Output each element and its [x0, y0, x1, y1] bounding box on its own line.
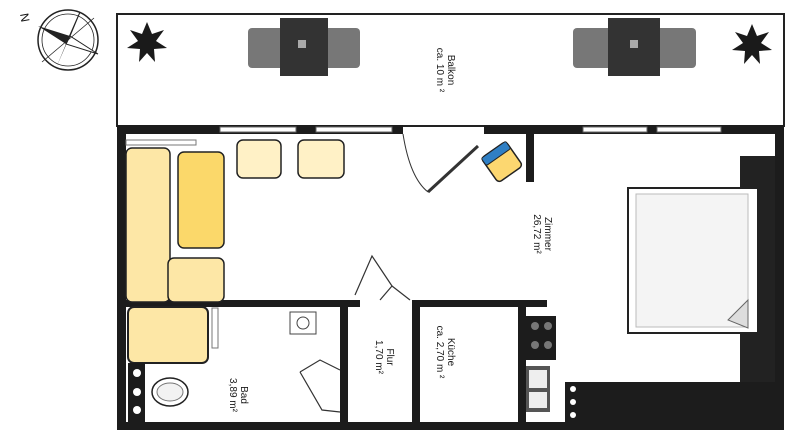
window: [219, 126, 722, 133]
balcony-door: [402, 133, 480, 194]
kitchen-sink: [526, 366, 550, 412]
room-name: Küche: [445, 337, 456, 367]
room-area: 1,70 m²: [373, 340, 384, 374]
stove: [526, 316, 556, 360]
armchair: [236, 139, 345, 179]
room-area: ca. 2,70 m ²: [434, 325, 445, 379]
balcony-outline: [116, 13, 785, 127]
room-area: 26,72 m²: [531, 214, 542, 254]
sink: [289, 311, 317, 335]
room-label-bad: Bad 3,89 m²: [227, 378, 249, 412]
bathtub: [127, 306, 209, 422]
balcony-table-set: [248, 18, 360, 76]
hall-door: [299, 254, 411, 413]
room-name: Bad: [238, 386, 249, 404]
kitchen-counter: [565, 382, 581, 422]
corner-chair: [481, 141, 523, 183]
room-label-flur: Flur 1,70 m²: [373, 340, 395, 374]
room-name: Flur: [384, 348, 395, 366]
room-name: Zimmer: [542, 217, 553, 251]
plant-icon: [127, 22, 167, 62]
balcony-table-set: [573, 18, 696, 76]
sofa-back: [125, 139, 197, 146]
sofa: [125, 147, 225, 303]
room-label-zimmer: Zimmer 26,72 m²: [531, 214, 553, 253]
toilet: [151, 377, 189, 407]
room-name: Balkon: [445, 54, 456, 86]
room-area: 3,89 m²: [227, 378, 238, 412]
bed: [580, 156, 775, 422]
plant-icon: [732, 24, 772, 64]
room-label-balcony: Balkon ca. 10 m ²: [434, 48, 456, 92]
compass-icon: [37, 9, 99, 71]
room-label-kueche: Küche ca. 2,70 m ²: [434, 326, 456, 379]
room-area: ca. 10 m ²: [434, 47, 445, 93]
radiator: [211, 307, 219, 349]
compass-north-letter: N: [17, 12, 32, 23]
